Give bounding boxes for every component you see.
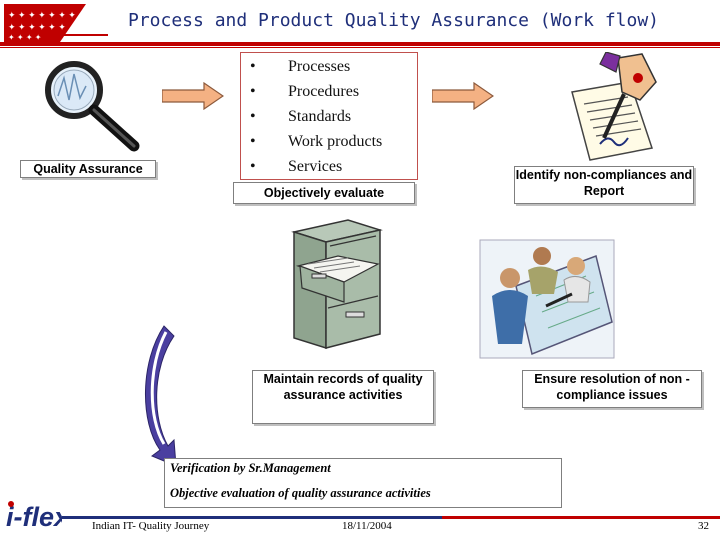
right-arrow-icon <box>432 82 494 110</box>
page-number: 32 <box>698 520 709 532</box>
right-arrow-icon <box>162 82 224 110</box>
verification-line-1: Verification by Sr.Management <box>170 461 331 475</box>
list-item: •Standards <box>250 108 352 125</box>
footer-title: Indian IT- Quality Journey <box>92 520 210 532</box>
evaluated-item-services: Services <box>288 158 343 175</box>
page-title: Process and Product Quality Assurance (W… <box>128 10 660 31</box>
meeting-people-icon <box>479 239 615 359</box>
company-logo-footer: i-flex <box>6 501 62 532</box>
list-item: •Work products <box>250 133 383 150</box>
logo-text: i-flex <box>6 502 62 532</box>
svg-text:✦ ✦ ✦ ✦ ✦ ✦ ✦: ✦ ✦ ✦ ✦ ✦ ✦ ✦ <box>8 10 76 20</box>
evaluated-item-procedures: Procedures <box>288 83 360 100</box>
svg-text:✦ ✦ ✦ ✦ ✦ ✦: ✦ ✦ ✦ ✦ ✦ ✦ <box>8 22 66 32</box>
evaluated-item-processes: Processes <box>288 58 351 75</box>
evaluated-item-work-products: Work products <box>288 133 383 150</box>
verification-line-2: Objective evaluation of quality assuranc… <box>170 486 431 500</box>
signing-document-icon <box>571 52 657 161</box>
company-logo-top: ✦ ✦ ✦ ✦ ✦ ✦ ✦ ✦ ✦ ✦ ✦ ✦ ✦ ✦ ✦ ✦ ✦ <box>4 4 116 42</box>
evaluated-items-box <box>240 52 418 180</box>
identify-noncompliances-label: Identify non-compliances and Report <box>514 166 694 204</box>
title-rule-thin <box>0 47 720 48</box>
list-item: •Services <box>250 158 343 175</box>
objectively-evaluate-label: Objectively evaluate <box>233 182 415 204</box>
magnifier-icon <box>45 61 140 152</box>
footer-rule-left <box>62 516 442 519</box>
ensure-resolution-label: Ensure resolution of non -compliance iss… <box>522 370 702 408</box>
curved-feedback-arrow-icon <box>145 325 177 467</box>
footer-date: 18/11/2004 <box>342 520 392 532</box>
list-item: •Processes <box>250 58 351 75</box>
evaluated-items-list: •Processes •Procedures •Standards •Work … <box>250 54 382 179</box>
quality-assurance-label: Quality Assurance <box>20 160 156 178</box>
filing-cabinet-icon <box>291 219 383 350</box>
verification-box <box>164 458 562 508</box>
evaluated-item-standards: Standards <box>288 108 352 125</box>
title-rule <box>0 42 720 46</box>
maintain-records-label: Maintain records of quality assurance ac… <box>252 370 434 424</box>
svg-text:✦ ✦ ✦ ✦: ✦ ✦ ✦ ✦ <box>8 33 42 42</box>
list-item: •Procedures <box>250 83 360 100</box>
